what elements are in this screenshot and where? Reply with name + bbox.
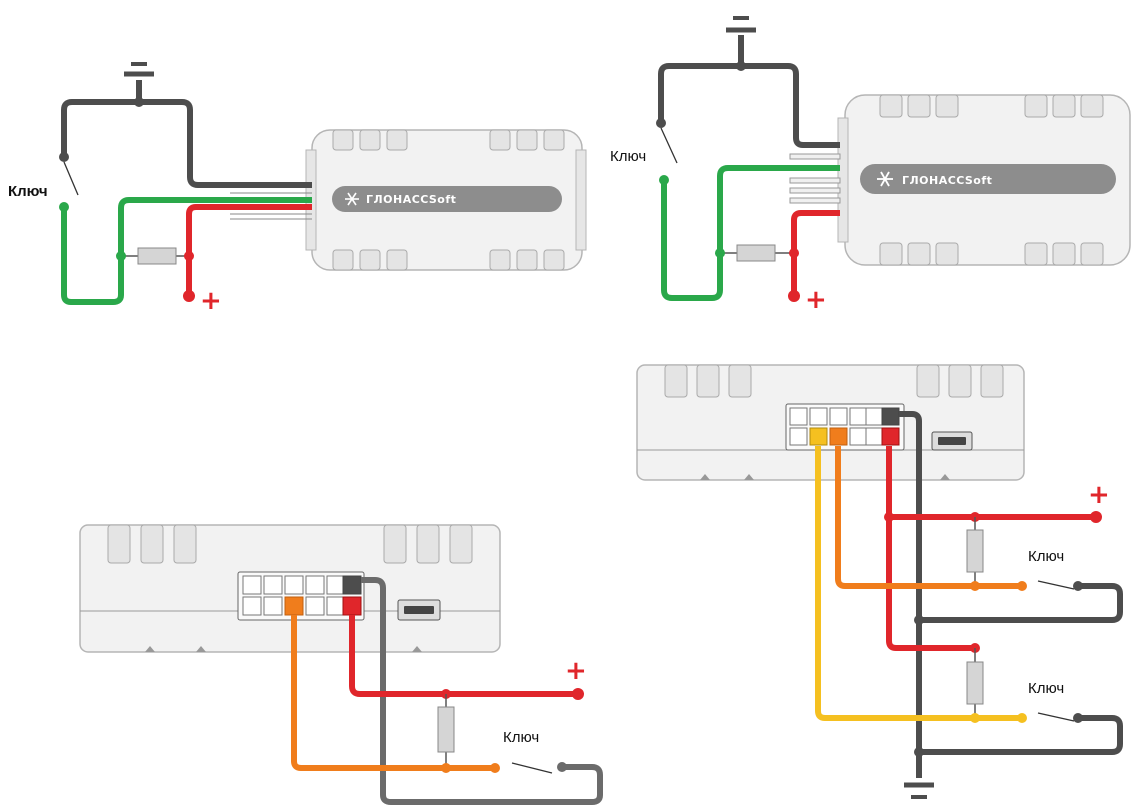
ground-wire [899, 411, 922, 778]
key-switch-label: Ключ [503, 729, 539, 746]
power-plus-label: + [805, 285, 827, 315]
snowflake-logo-icon [877, 171, 893, 187]
panel-top-left: ГЛОНАССSoft Ключ + [8, 62, 587, 316]
tracker-device-side: ГЛОНАССSoft [837, 94, 1131, 266]
ground-symbol-icon [904, 782, 934, 799]
key-switch-label: Ключ [610, 148, 646, 165]
key-switch-icon [63, 161, 79, 196]
resistor-icon [736, 244, 776, 262]
key-switch-label: Ключ [1028, 548, 1064, 565]
power-plus-label: + [1088, 480, 1110, 510]
mini-usb-port-icon [397, 599, 441, 621]
power-plus-label: + [200, 286, 222, 316]
brand-plate [332, 186, 562, 212]
brand-plate [860, 164, 1116, 194]
key-switch-label: Ключ [8, 183, 48, 200]
mini-usb-port-icon [931, 431, 973, 451]
input1-wire [291, 615, 495, 771]
panel-bottom-right: + Ключ Ключ [636, 364, 1123, 799]
panel-top-right: ГЛОНАССSoft Ключ + [610, 16, 1131, 315]
molex-connector-icon [237, 571, 365, 621]
ignition-wire [61, 197, 312, 305]
power-wire [886, 446, 975, 651]
tracker-device-side: ГЛОНАССSoft [305, 129, 587, 271]
input2-wire [815, 446, 1022, 721]
resistor-icon [966, 529, 984, 573]
snowflake-logo-icon [345, 192, 359, 206]
panel-bottom-left: + Ключ [79, 524, 603, 805]
brand-label: ГЛОНАССSoft [366, 193, 456, 206]
resistor-icon [137, 247, 177, 265]
power-wire [791, 210, 840, 296]
key-switch-icon [1037, 580, 1075, 590]
key-switch-icon [660, 127, 678, 164]
power-wire [349, 615, 578, 697]
resistor-icon [437, 706, 455, 753]
power-wire [186, 204, 312, 296]
key-switch-icon [511, 762, 553, 774]
resistor-icon [966, 661, 984, 705]
ground-symbol-icon [124, 62, 154, 77]
brand-label: ГЛОНАССSoft [902, 174, 992, 187]
ground-symbol-icon [726, 16, 756, 33]
ignition-wire [661, 165, 840, 301]
key-switch-label: Ключ [1028, 680, 1064, 697]
power-plus-label: + [565, 656, 587, 686]
ground-wire [61, 99, 312, 188]
key-switch-icon [1037, 712, 1075, 722]
ground-wire [658, 63, 840, 148]
molex-connector-icon [785, 403, 905, 451]
input1-wire [835, 446, 1022, 589]
ground-wire [361, 577, 603, 805]
